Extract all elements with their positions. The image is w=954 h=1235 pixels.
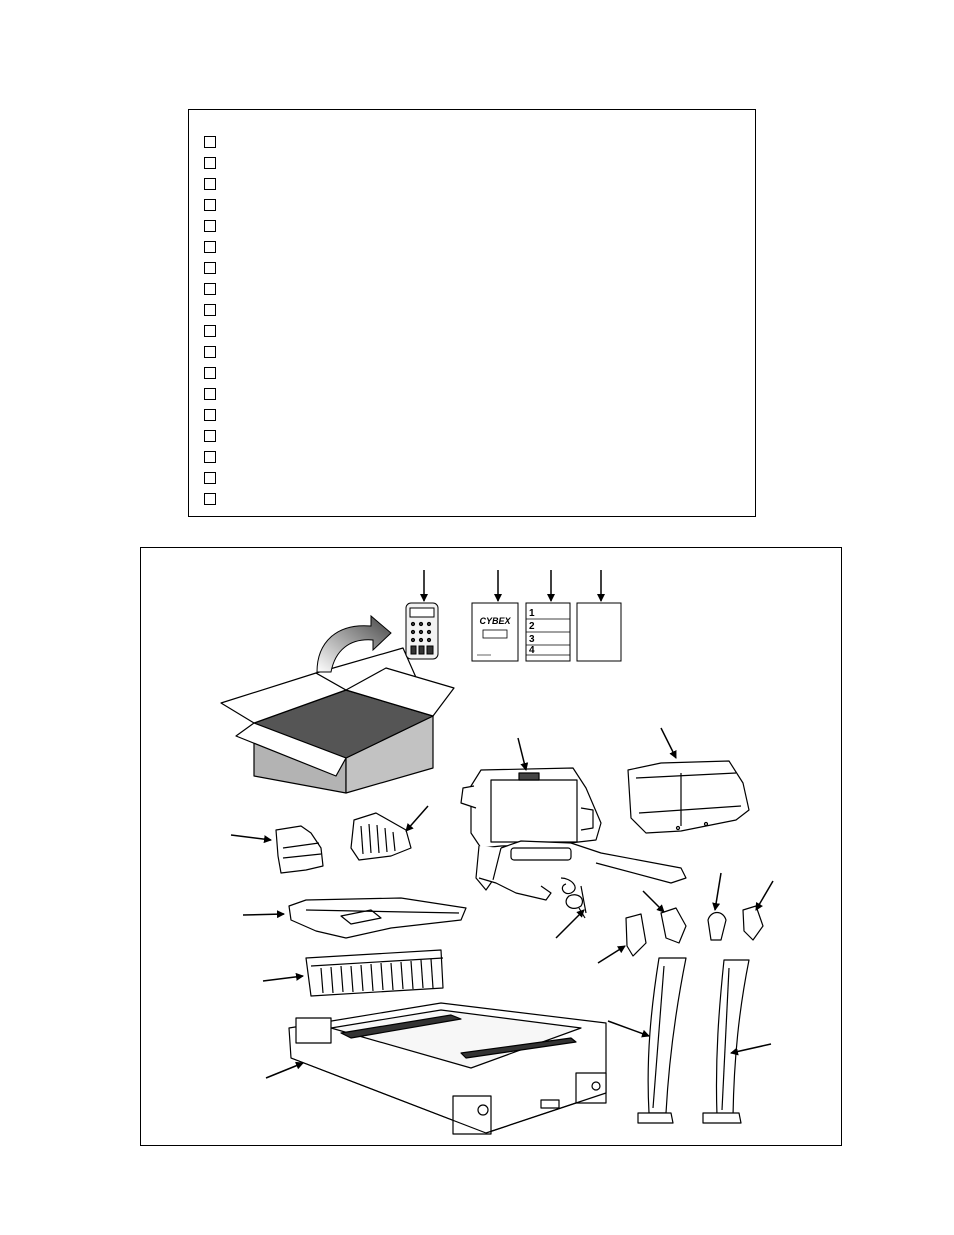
- upright-cap-right-rear: [742, 905, 764, 941]
- checklist-item[interactable]: [204, 323, 724, 339]
- pointer-arrow: [642, 890, 665, 913]
- checklist-item[interactable]: [204, 428, 724, 444]
- blank-sheet: [576, 602, 622, 662]
- manual-brand-text: CYBEX: [479, 616, 511, 626]
- checkbox[interactable]: [204, 220, 216, 232]
- checklist-item[interactable]: [204, 449, 724, 465]
- card-number: 4: [529, 645, 535, 656]
- card-number: 3: [529, 634, 535, 645]
- checkbox[interactable]: [204, 136, 216, 148]
- checklist-item[interactable]: [204, 281, 724, 297]
- card-number: 2: [529, 621, 535, 632]
- motor-hood: [288, 897, 467, 939]
- checkbox[interactable]: [204, 178, 216, 190]
- pointer-arrow: [712, 872, 722, 911]
- checklist-item[interactable]: [204, 491, 724, 507]
- belt-guard: [305, 949, 444, 997]
- checkbox[interactable]: [204, 325, 216, 337]
- side-rail-cover: [350, 812, 412, 861]
- checklist-item[interactable]: [204, 239, 724, 255]
- pointer-arrow: [242, 910, 285, 919]
- checkbox[interactable]: [204, 367, 216, 379]
- pointer-arrow: [517, 737, 529, 771]
- checklist-item[interactable]: [204, 197, 724, 213]
- parts-illustration-drawing: CYBEX 1 2 3 4: [220, 570, 774, 1135]
- pointer-arrow: [405, 805, 429, 832]
- parts-illustration: CYBEX 1 2 3 4: [140, 547, 842, 1146]
- safety-key: [565, 894, 586, 919]
- upright-cap-right-front: [707, 911, 727, 941]
- checkbox[interactable]: [204, 430, 216, 442]
- pointer-arrow: [262, 972, 304, 982]
- checklist-item[interactable]: [204, 407, 724, 423]
- checklist-item[interactable]: [204, 260, 724, 276]
- checkbox[interactable]: [204, 262, 216, 274]
- numbered-card: 1 2 3 4: [525, 602, 571, 662]
- upright-cap-left-rear: [660, 907, 687, 944]
- parts-checklist: [188, 109, 756, 517]
- pointer-arrow: [730, 1043, 772, 1056]
- checklist-item[interactable]: [204, 344, 724, 360]
- owners-manual: CYBEX: [471, 602, 519, 662]
- motor-cover-bracket: [275, 825, 324, 874]
- checkbox[interactable]: [204, 199, 216, 211]
- checklist-item[interactable]: [204, 176, 724, 192]
- pointer-arrow: [230, 834, 272, 844]
- remote-control: [405, 602, 439, 660]
- treadmill-base: [288, 1002, 607, 1135]
- checklist-item[interactable]: [204, 134, 724, 150]
- pointer-arrow: [755, 880, 774, 911]
- checklist-item[interactable]: [204, 218, 724, 234]
- checkbox[interactable]: [204, 241, 216, 253]
- checkbox[interactable]: [204, 346, 216, 358]
- card-number: 1: [529, 608, 535, 619]
- checklist-item[interactable]: [204, 386, 724, 402]
- checklist-item[interactable]: [204, 470, 724, 486]
- checklist-item[interactable]: [204, 302, 724, 318]
- checkbox[interactable]: [204, 472, 216, 484]
- pointer-arrow: [597, 945, 626, 964]
- pointer-arrow: [660, 727, 677, 759]
- checkbox[interactable]: [204, 451, 216, 463]
- checkbox[interactable]: [204, 388, 216, 400]
- pointer-arrow: [555, 909, 585, 939]
- upright-cap-left-front: [625, 913, 647, 957]
- checklist-item[interactable]: [204, 155, 724, 171]
- checkbox[interactable]: [204, 283, 216, 295]
- curved-arrow-icon: [316, 614, 392, 673]
- pointer-arrow: [607, 1020, 650, 1038]
- right-upright: [702, 959, 750, 1124]
- checkbox[interactable]: [204, 157, 216, 169]
- pointer-arrow: [265, 1061, 304, 1079]
- checkbox[interactable]: [204, 493, 216, 505]
- shipping-box: [220, 647, 455, 794]
- left-upright: [637, 957, 687, 1124]
- accessory-tray: [627, 760, 750, 834]
- checkbox[interactable]: [204, 304, 216, 316]
- checklist-item[interactable]: [204, 365, 724, 381]
- display-console: [460, 767, 687, 914]
- checkbox[interactable]: [204, 409, 216, 421]
